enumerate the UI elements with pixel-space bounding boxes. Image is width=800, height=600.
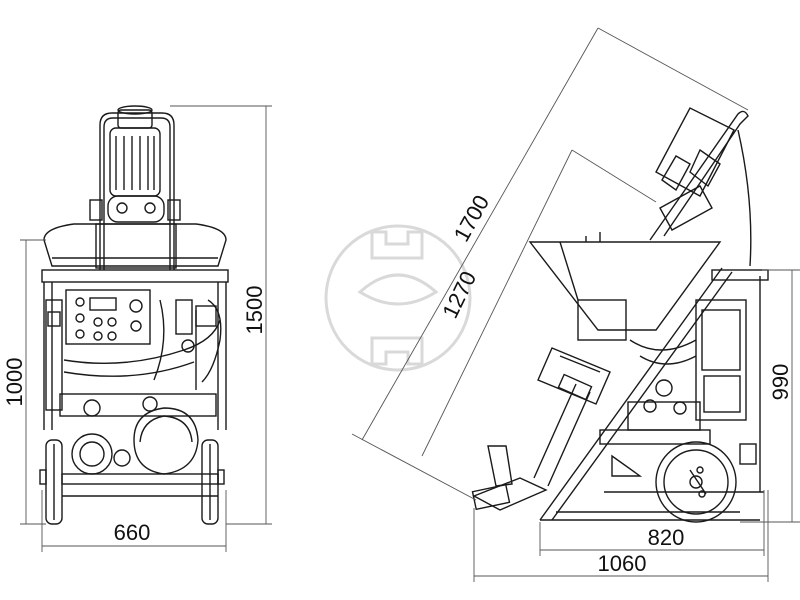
side-view-machine [471,107,769,523]
watermark-logo [324,224,472,372]
dimension-label-1000: 1000 [2,358,27,407]
dimension-label-1270: 1270 [437,267,481,322]
dimension-label-1500: 1500 [242,286,267,335]
dimension-label-1060: 1060 [598,551,647,576]
front-view-machine [39,105,229,525]
dimension-label-1700: 1700 [449,191,495,246]
dimension-label-820: 820 [648,525,685,550]
dimension-label-990: 990 [768,364,793,401]
side-view-dimension-lines [351,27,800,582]
dimension-label-660: 660 [114,520,151,545]
front-view-dimension-lines [20,105,272,552]
